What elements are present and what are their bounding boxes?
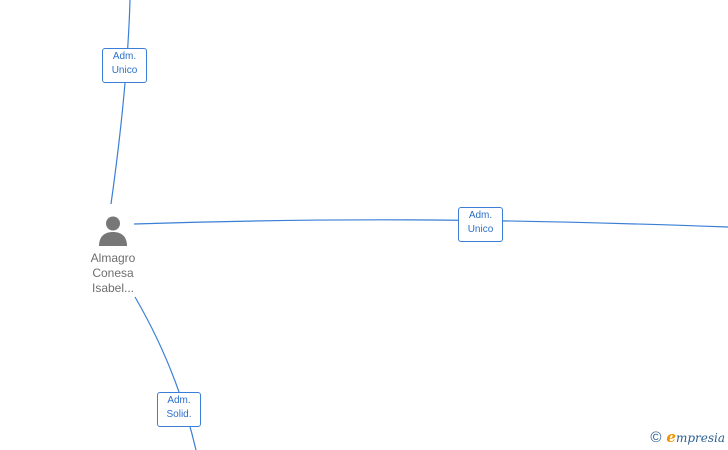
person-name-line3: Isabel...	[91, 281, 135, 295]
edge-label-right[interactable]: Adm. Unico	[458, 207, 503, 242]
person-icon	[99, 216, 127, 246]
person-node[interactable]: Almagro Conesa Isabel...	[72, 214, 154, 296]
person-name: Almagro Conesa Isabel...	[72, 251, 154, 296]
brand-logo-name: mpresia	[675, 431, 725, 445]
edge-label-top[interactable]: Adm. Unico	[102, 48, 147, 83]
edge-label-bottom[interactable]: Adm. Solid.	[157, 392, 201, 427]
edge-label-right-line2: Unico	[467, 224, 494, 235]
edge-bottom-line	[134, 296, 197, 450]
person-name-line1: Almagro	[90, 251, 136, 265]
edge-label-bottom-line1: Adm.	[167, 395, 191, 406]
brand-watermark: © empresia	[650, 429, 725, 446]
edge-label-top-line2: Unico	[111, 65, 138, 76]
brand-logo-initial: e	[666, 428, 676, 446]
brand-logo: empresia	[666, 429, 725, 446]
edge-label-bottom-line2: Solid.	[166, 409, 192, 420]
edge-label-top-line1: Adm.	[112, 51, 137, 62]
edge-top-line	[110, 0, 131, 205]
person-name-line2: Conesa	[92, 266, 134, 280]
edge-right-line	[133, 219, 728, 228]
edge-label-right-line1: Adm.	[468, 210, 493, 221]
copyright-icon: ©	[650, 428, 662, 446]
